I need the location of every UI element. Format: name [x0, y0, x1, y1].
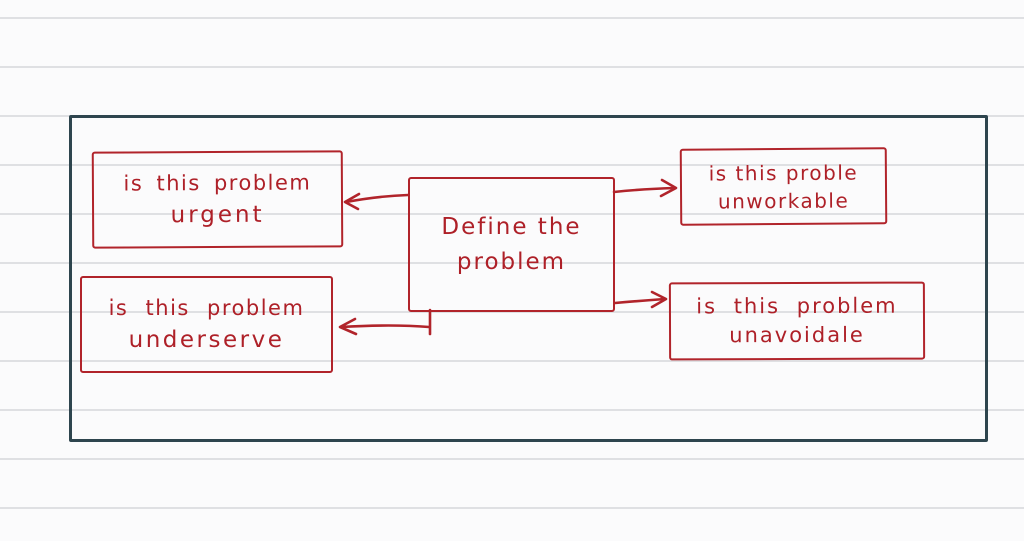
node-unavoidable: is this problem unavoidale: [668, 281, 926, 361]
node-define-line1: Define the: [441, 213, 582, 240]
node-unworkable: is this proble unworkable: [679, 147, 888, 226]
node-unworkable-line2: unworkable: [717, 188, 850, 213]
node-underserve-line1: is this problem: [108, 295, 305, 320]
node-define-problem: Define the problem: [408, 177, 615, 312]
outer-frame: [69, 115, 988, 442]
node-define-line2: problem: [456, 248, 567, 275]
node-urgent: is this problem urgent: [91, 150, 344, 249]
node-underserve-line2: underserve: [128, 326, 285, 353]
node-unavoidable-line1: is this problem: [696, 293, 898, 319]
node-urgent-line1: is this problem: [123, 170, 312, 195]
node-underserve: is this problem underserve: [80, 276, 333, 373]
node-urgent-line2: urgent: [170, 201, 265, 228]
node-unavoidable-line2: unavoidale: [729, 322, 865, 348]
node-unworkable-line1: is this proble: [708, 159, 859, 186]
